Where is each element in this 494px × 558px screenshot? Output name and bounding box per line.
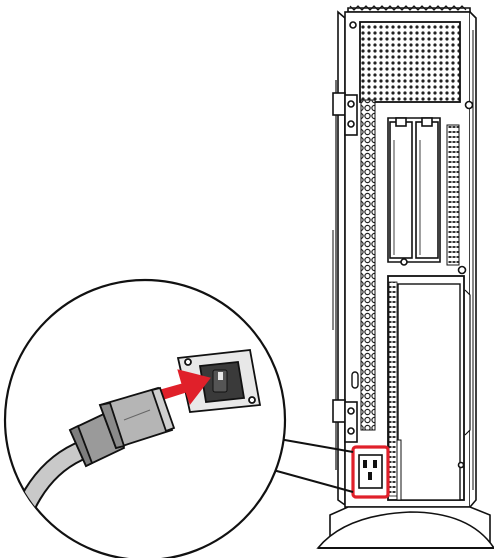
tower-top-edge (347, 5, 471, 13)
upper-hinge-bracket (332, 92, 358, 136)
top-fan-vent (359, 21, 461, 103)
hinge-column (360, 99, 376, 431)
expansion-slots (387, 117, 467, 275)
lower-hinge-bracket (332, 399, 358, 443)
power-supply-unit (387, 275, 465, 501)
tower-stand (316, 506, 494, 549)
tower-left-panel (337, 10, 346, 507)
callout-circle (3, 278, 287, 558)
power-socket-icon (358, 454, 383, 489)
pc-tower (332, 5, 477, 508)
callout-socket-plate (176, 349, 262, 413)
power-socket-highlight (351, 445, 390, 499)
power-plug-icon (68, 386, 176, 468)
